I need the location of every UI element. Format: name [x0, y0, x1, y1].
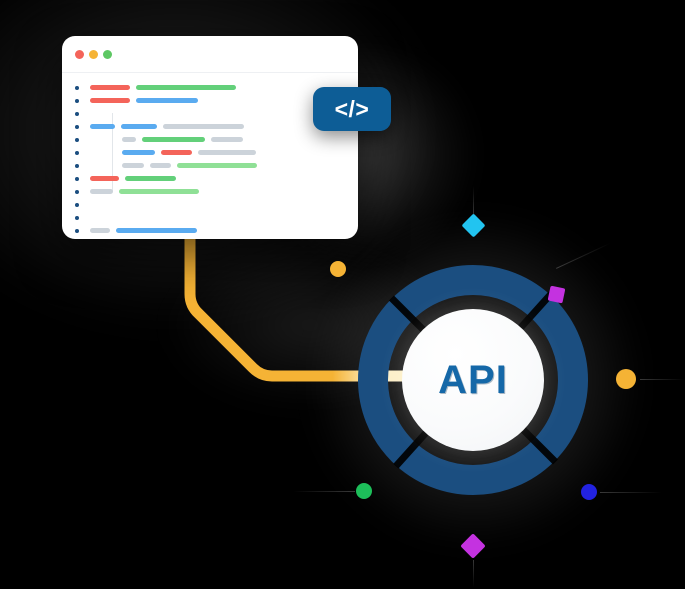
code-line — [62, 186, 358, 199]
code-line-bullet — [75, 203, 79, 207]
code-content — [62, 72, 358, 239]
api-node[interactable]: API — [358, 265, 588, 495]
code-line-bullet — [75, 216, 79, 220]
code-line — [62, 134, 358, 147]
code-token — [177, 163, 257, 168]
marker-line-right-low — [600, 492, 662, 493]
code-indent-guide — [112, 113, 113, 191]
code-token — [161, 150, 192, 155]
code-line-bullet — [75, 190, 79, 194]
magenta-square — [547, 285, 565, 303]
code-token — [125, 176, 176, 181]
orange-dot-right — [616, 369, 636, 389]
window-maximize-dot[interactable] — [103, 50, 112, 59]
code-token — [122, 137, 136, 142]
code-line-bullet — [75, 138, 79, 142]
code-line-bullet — [75, 112, 79, 116]
code-token — [90, 189, 113, 194]
code-line-bullet — [75, 125, 79, 129]
code-line — [62, 238, 358, 239]
code-token — [90, 176, 119, 181]
api-label: API — [438, 357, 508, 402]
code-token — [142, 137, 205, 142]
window-titlebar — [62, 36, 358, 73]
code-badge-label: </> — [334, 95, 370, 122]
purple-diamond — [460, 533, 486, 559]
code-line-bullet — [75, 229, 79, 233]
api-core: API — [402, 309, 544, 451]
code-token — [163, 124, 244, 129]
code-token — [211, 137, 243, 142]
green-dot — [356, 483, 372, 499]
orange-dot-cable — [330, 261, 346, 277]
marker-line-left-low — [293, 491, 355, 492]
code-token — [121, 124, 157, 129]
code-line-bullet — [75, 164, 79, 168]
code-line — [62, 108, 358, 121]
code-line — [62, 160, 358, 173]
code-line — [62, 121, 358, 134]
code-token — [119, 189, 199, 194]
code-editor-window[interactable] — [62, 36, 358, 239]
window-minimize-dot[interactable] — [89, 50, 98, 59]
marker-line-bottom — [473, 560, 474, 588]
blue-dot — [581, 484, 597, 500]
code-line — [62, 95, 358, 108]
code-badge[interactable]: </> — [313, 87, 391, 131]
code-line — [62, 212, 358, 225]
code-line-bullet — [75, 151, 79, 155]
code-token — [122, 163, 144, 168]
code-token — [150, 163, 171, 168]
cyan-diamond — [460, 212, 486, 238]
code-line — [62, 147, 358, 160]
code-line — [62, 173, 358, 186]
marker-line-top — [473, 186, 474, 216]
code-line — [62, 82, 358, 95]
code-token — [90, 85, 130, 90]
code-token — [90, 98, 130, 103]
code-line-bullet — [75, 177, 79, 181]
marker-line-right — [640, 379, 685, 380]
code-line — [62, 199, 358, 212]
code-token — [90, 124, 115, 129]
code-line — [62, 225, 358, 238]
code-token — [136, 98, 198, 103]
code-token — [198, 150, 256, 155]
code-token — [116, 228, 197, 233]
code-line-bullet — [75, 86, 79, 90]
code-line-bullet — [75, 99, 79, 103]
code-token — [136, 85, 236, 90]
window-close-dot[interactable] — [75, 50, 84, 59]
code-token — [122, 150, 155, 155]
code-token — [90, 228, 110, 233]
